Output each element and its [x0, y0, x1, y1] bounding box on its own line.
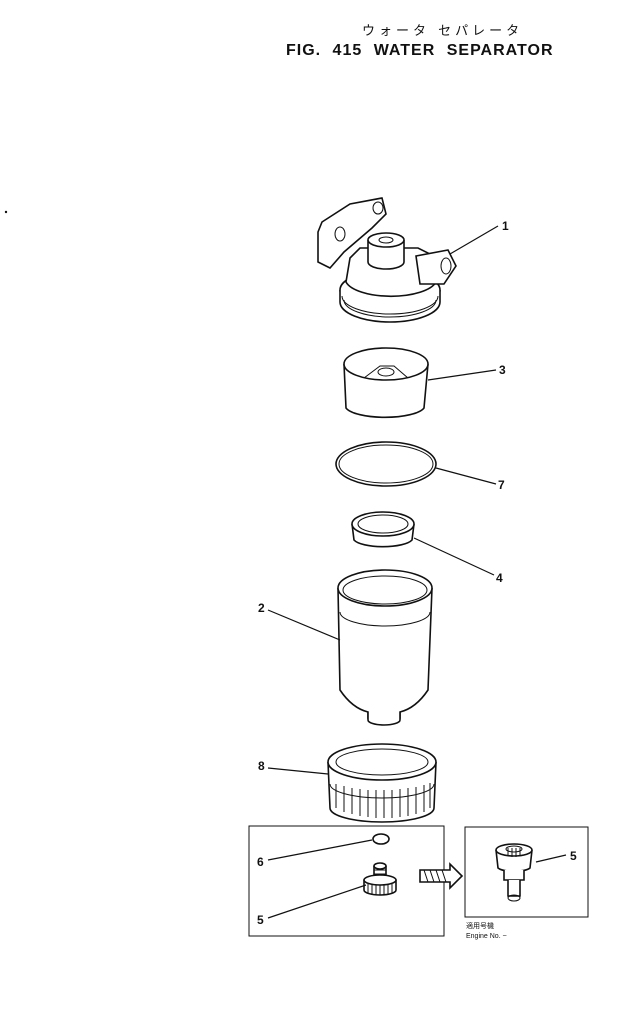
part-8-retaining-nut — [327, 743, 437, 823]
part-5-alternate-drain-plug — [495, 843, 533, 902]
figure-title-japanese: ウォータ セパレータ — [362, 24, 524, 39]
callout-8: 8 — [258, 759, 265, 773]
part-5-drain-plug — [363, 862, 397, 896]
callout-2: 2 — [258, 601, 265, 615]
callout-1: 1 — [502, 219, 509, 233]
inset-box-drain — [248, 825, 445, 937]
part-2-bowl — [337, 569, 433, 726]
part-6-small-o-ring — [372, 833, 390, 845]
arrow-icon — [419, 862, 464, 890]
part-7-o-ring — [335, 441, 437, 487]
leader-lines — [267, 225, 567, 919]
callout-5-alternate: 5 — [570, 849, 577, 863]
callout-3: 3 — [499, 363, 506, 377]
part-4-ring — [351, 511, 415, 548]
inset-box-alternate-plug — [464, 826, 589, 918]
inset-caption-japanese: 適用号機 — [466, 921, 494, 930]
part-3-deflector-cup — [343, 347, 429, 419]
figure-title: FIG. 415 WATER SEPARATOR — [286, 42, 554, 59]
callout-4: 4 — [496, 571, 503, 585]
part-1-separator-head — [317, 197, 457, 323]
callout-5-drain-plug: 5 — [257, 913, 264, 927]
scan-mark — [4, 210, 8, 214]
callout-6: 6 — [257, 855, 264, 869]
inset-caption-engine-no: Engine No. ~ — [466, 933, 507, 940]
callout-7: 7 — [498, 478, 505, 492]
